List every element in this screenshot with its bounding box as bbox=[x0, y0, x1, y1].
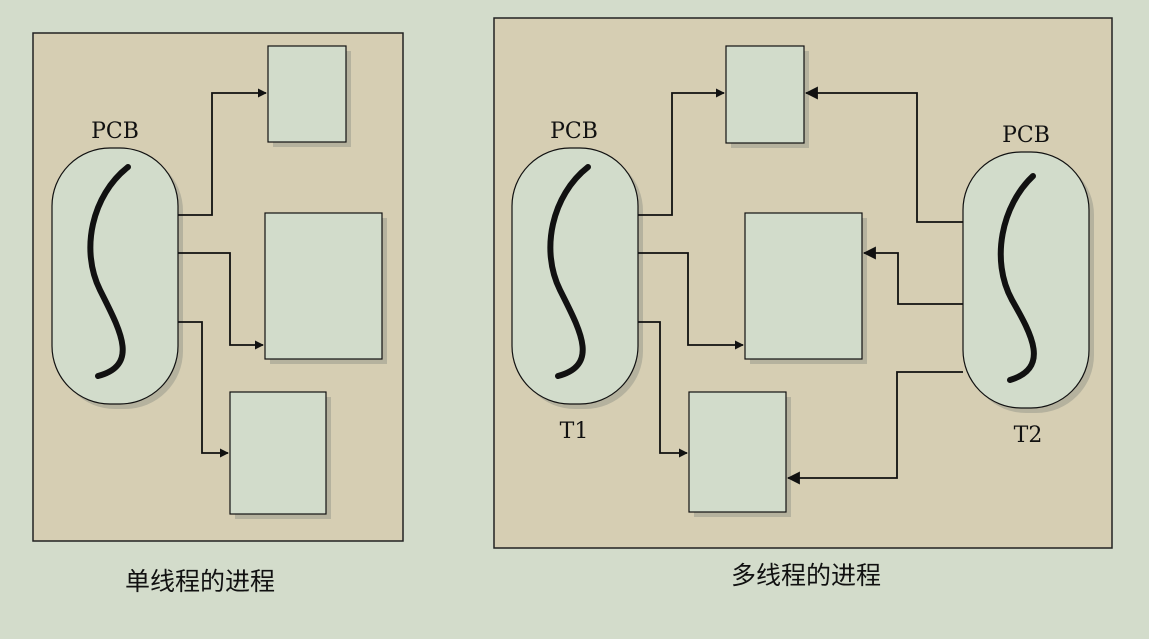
single-file-box bbox=[229, 391, 331, 519]
t2-arrow-to-bottom-box bbox=[786, 371, 963, 485]
t2-arrow-to-top-box bbox=[804, 86, 963, 223]
multi-thread-panel: PCB T1 PCB T2 多线程的进程 bbox=[493, 17, 1113, 590]
single-thread-swirl-icon bbox=[87, 164, 131, 379]
t2-pcb-block bbox=[962, 151, 1094, 413]
single-code-box bbox=[267, 45, 351, 147]
t2-thread-swirl-icon bbox=[997, 173, 1037, 383]
t2-pcb-label: PCB bbox=[1002, 123, 1050, 148]
t1-label: T1 bbox=[560, 419, 589, 444]
t2-arrow-to-middle-box bbox=[862, 246, 963, 305]
single-arrow-to-middle-box bbox=[178, 252, 264, 350]
multi-file-box bbox=[688, 391, 791, 517]
multi-code-box bbox=[725, 45, 809, 148]
single-data-box bbox=[264, 212, 387, 364]
single-pcb-block bbox=[51, 147, 183, 409]
multi-data-box bbox=[744, 212, 867, 364]
t1-pcb-block bbox=[511, 147, 643, 409]
single-arrow-to-top-box bbox=[178, 88, 267, 216]
single-arrow-to-bottom-box bbox=[178, 321, 229, 458]
multi-thread-caption: 多线程的进程 bbox=[731, 561, 881, 590]
single-thread-caption: 单线程的进程 bbox=[125, 567, 275, 596]
t1-arrow-to-top-box bbox=[638, 88, 725, 216]
t1-thread-swirl-icon bbox=[547, 164, 591, 379]
t1-arrow-to-bottom-box bbox=[638, 321, 688, 458]
t1-arrow-to-middle-box bbox=[638, 252, 744, 350]
single-pcb-label: PCB bbox=[91, 119, 139, 144]
t2-label: T2 bbox=[1014, 423, 1043, 448]
t1-pcb-label: PCB bbox=[550, 119, 598, 144]
single-thread-panel: PCB 单线程的进程 bbox=[32, 32, 404, 596]
